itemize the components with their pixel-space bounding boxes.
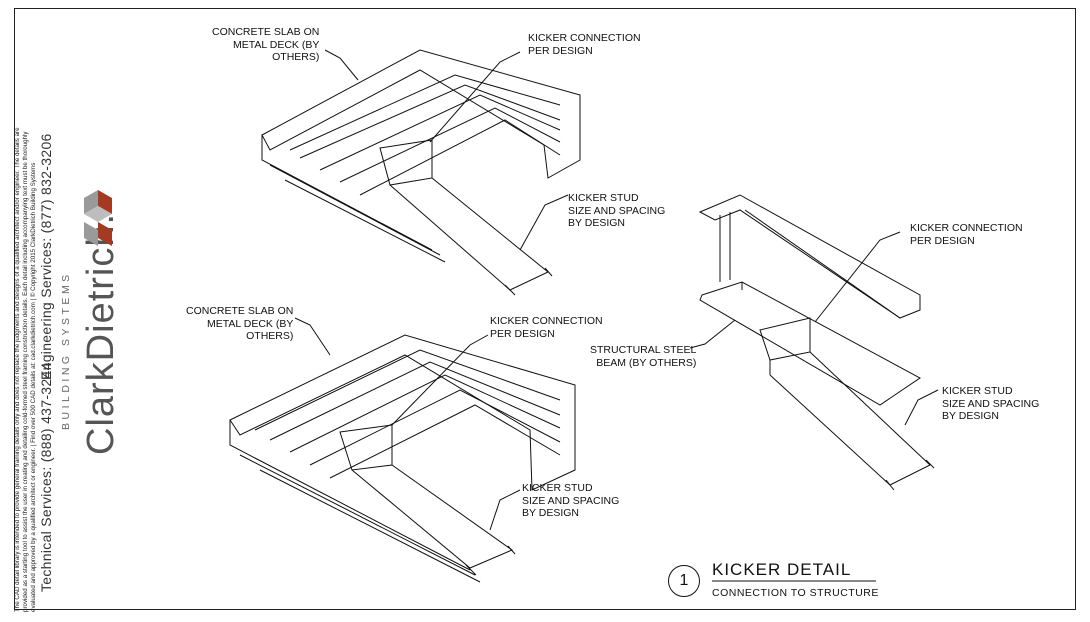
drawing-frame bbox=[14, 8, 1076, 610]
label-steel-beam: STRUCTURAL STEEL BEAM (BY OTHERS) bbox=[590, 344, 697, 369]
detail-number: 1 bbox=[668, 565, 700, 597]
label-kicker-connection-1: KICKER CONNECTION PER DESIGN bbox=[528, 32, 641, 57]
label-kicker-connection-3: KICKER CONNECTION PER DESIGN bbox=[910, 222, 1023, 247]
label-slab-2: CONCRETE SLAB ON METAL DECK (BY OTHERS) bbox=[186, 305, 294, 342]
detail-title: KICKER DETAIL bbox=[712, 560, 852, 579]
label-kicker-stud-1: KICKER STUD SIZE AND SPACING BY DESIGN bbox=[568, 192, 666, 229]
detail-subtitle: CONNECTION TO STRUCTURE bbox=[712, 587, 879, 599]
clarkdietrich-logo-icon bbox=[84, 190, 112, 246]
deck-view-1 bbox=[261, 49, 581, 296]
label-kicker-stud-2: KICKER STUD SIZE AND SPACING BY DESIGN bbox=[522, 482, 620, 519]
label-kicker-stud-3: KICKER STUD SIZE AND SPACING BY DESIGN bbox=[942, 385, 1040, 422]
steel-beam-view bbox=[689, 194, 939, 491]
label-slab-1: CONCRETE SLAB ON METAL DECK (BY OTHERS) bbox=[212, 26, 320, 63]
label-kicker-connection-2: KICKER CONNECTION PER DESIGN bbox=[490, 315, 603, 340]
deck-view-2 bbox=[229, 317, 576, 583]
